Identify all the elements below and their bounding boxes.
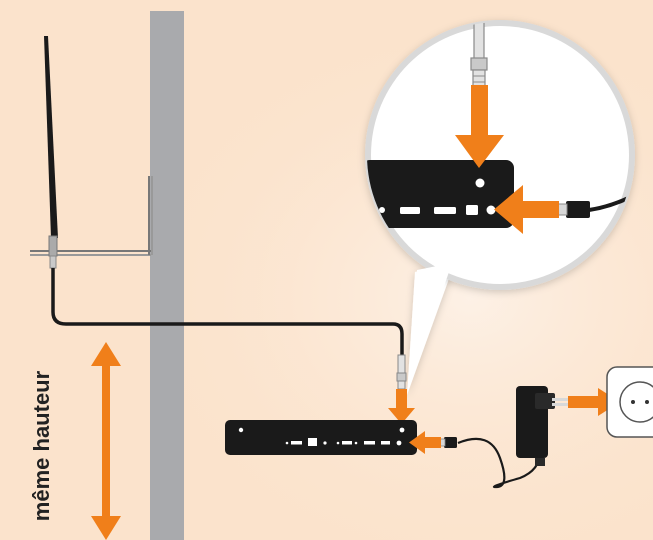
same-height-label: même hauteur bbox=[29, 370, 54, 522]
same-height-arrow bbox=[91, 342, 121, 540]
receiver-power-plug bbox=[439, 437, 457, 448]
arrow-left-to-receiver bbox=[409, 431, 441, 454]
power-cable bbox=[457, 437, 542, 489]
antenna-cable bbox=[51, 268, 404, 356]
zoom-arrow-left bbox=[494, 185, 559, 234]
wall-icon bbox=[150, 11, 184, 540]
receiver-box-icon bbox=[225, 420, 417, 455]
power-adapter-icon bbox=[516, 386, 580, 466]
arrow-down-to-receiver bbox=[388, 389, 415, 424]
wall-socket-icon bbox=[606, 366, 653, 438]
zoom-arrow-down bbox=[455, 85, 504, 168]
receiver-antenna-connector bbox=[396, 354, 407, 390]
zoom-receiver-box bbox=[367, 160, 514, 228]
